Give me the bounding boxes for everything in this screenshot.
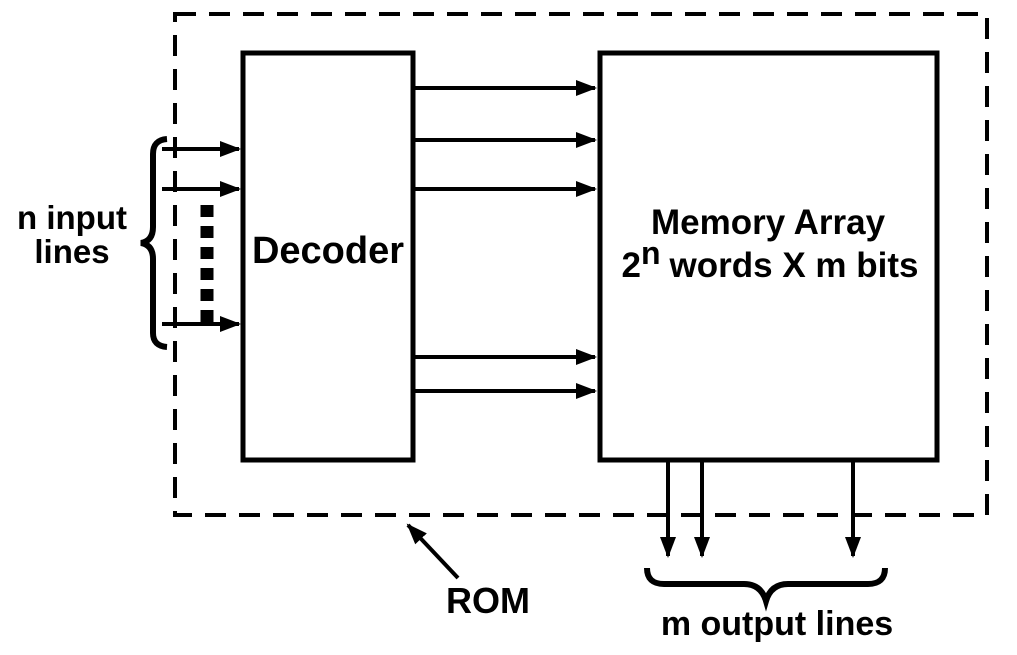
memory-capacity-superscript-n: n <box>641 235 661 271</box>
input-lines-label-line2: lines <box>34 233 109 270</box>
rom-pointer-arrow <box>406 523 460 580</box>
decoder-label: Decoder <box>252 230 404 272</box>
memory-array-box <box>597 50 940 463</box>
decoder-box <box>240 50 416 463</box>
rom-label: ROM <box>446 580 530 621</box>
decoder-to-memory-arrows <box>413 80 597 399</box>
memory-array-label-line1: Memory Array <box>651 203 886 242</box>
output-brace <box>644 567 888 612</box>
input-arrows <box>162 141 241 332</box>
input-brace <box>140 136 168 350</box>
memory-capacity-base: 2 <box>622 246 641 285</box>
memory-capacity-rest: words X m bits <box>669 246 919 285</box>
rom-boundary-dashed-box <box>173 12 989 517</box>
output-lines-label: m output lines <box>661 605 893 643</box>
input-lines-label-line1: n input <box>17 199 127 236</box>
output-arrows <box>660 458 861 558</box>
